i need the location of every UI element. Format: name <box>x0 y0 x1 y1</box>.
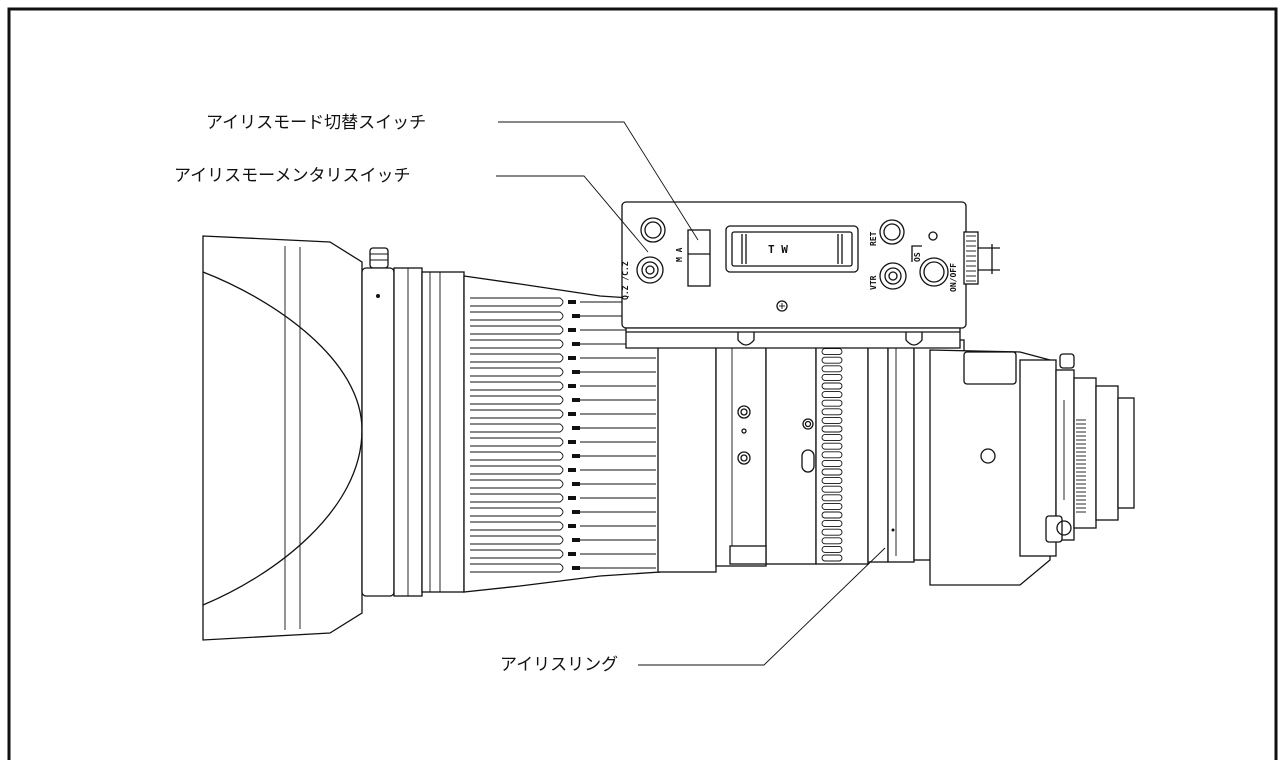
callout-iris-ring: アイリスリング <box>500 547 886 675</box>
focus-groove <box>470 381 564 391</box>
focus-groove <box>470 437 564 447</box>
focus-groove <box>470 325 564 335</box>
zoom-ridge <box>821 520 843 528</box>
zoom-ridge <box>821 477 843 485</box>
focus-groove <box>470 353 564 363</box>
focus-groove <box>470 367 564 377</box>
hood-lock-knob <box>369 247 389 269</box>
ret-button[interactable] <box>879 219 905 245</box>
focus-notch <box>568 328 576 332</box>
zoom-ridge <box>821 425 843 433</box>
zoom-ridge <box>821 537 843 545</box>
focus-notch <box>572 510 580 514</box>
focus-notch <box>572 398 580 402</box>
zoom-ridge <box>821 545 843 553</box>
zoom-ring <box>815 331 869 565</box>
focus-notch <box>572 566 580 570</box>
focus-ring <box>463 275 661 593</box>
qz-cz-marking: Q.Z /C.Z <box>621 261 630 300</box>
zoom-ridge <box>821 468 843 476</box>
on-off-button[interactable] <box>919 257 949 287</box>
focus-groove <box>470 465 564 475</box>
zoom-ridge <box>821 434 843 442</box>
label-iris-ring: アイリスリング <box>500 655 618 675</box>
focus-notch <box>572 454 580 458</box>
focus-notch <box>572 314 580 318</box>
iris-momentary-button[interactable] <box>636 256 664 284</box>
focus-notch <box>568 384 576 388</box>
zoom-ridge <box>821 382 843 390</box>
m-a-marking: M A <box>675 247 684 262</box>
zoom-ridge <box>821 528 843 536</box>
focus-notch <box>568 356 576 360</box>
focus-groove <box>470 549 564 559</box>
on-off-marking: ON/OFF <box>949 263 958 292</box>
focus-groove <box>470 479 564 489</box>
callout-iris-momentary-switch: アイリスモーメンタリスイッチ <box>174 166 649 253</box>
zoom-ridge <box>821 356 843 364</box>
drive-unit: Q.Z /C.Z M A T W RET VTR OS ON/OFF <box>621 201 1000 349</box>
focus-groove <box>470 521 564 531</box>
lens-hood <box>202 235 363 641</box>
focus-groove <box>470 297 564 307</box>
focus-notch <box>568 300 576 304</box>
rear-body <box>929 349 1135 586</box>
focus-groove <box>470 409 564 419</box>
zoom-ridge <box>821 442 843 450</box>
zoom-ridge <box>821 408 843 416</box>
focus-groove <box>470 451 564 461</box>
zoom-ridge <box>821 391 843 399</box>
os-marking: OS <box>913 252 922 262</box>
zoom-ridge <box>821 365 843 373</box>
focus-groove <box>470 563 564 573</box>
focus-notch <box>568 496 576 500</box>
label-iris-mode-switch: アイリスモード切替スイッチ <box>206 113 426 133</box>
focus-notch <box>568 552 576 556</box>
focus-groove <box>470 535 564 545</box>
focus-groove <box>470 507 564 517</box>
focus-notch <box>572 538 580 542</box>
focus-groove <box>470 395 564 405</box>
zoom-ridge <box>821 494 843 502</box>
zoom-ridge <box>821 399 843 407</box>
focus-groove <box>470 339 564 349</box>
zoom-ridge <box>821 451 843 459</box>
zoom-window-marking: T W <box>768 243 788 256</box>
zoom-ridge <box>821 373 843 381</box>
ret-marking: RET <box>869 231 878 246</box>
focus-groove <box>470 493 564 503</box>
iris-mode-switch[interactable] <box>687 229 711 287</box>
focus-groove <box>470 311 564 321</box>
focus-notch <box>568 440 576 444</box>
vtr-marking: VTR <box>869 275 878 290</box>
vtr-button[interactable] <box>879 262 907 290</box>
focus-notch <box>572 426 580 430</box>
zoom-ridge <box>821 502 843 510</box>
focus-notch <box>572 482 580 486</box>
focus-notch <box>568 412 576 416</box>
qz-cz-button[interactable] <box>640 217 666 243</box>
focus-groove <box>470 423 564 433</box>
zoom-ridge <box>821 511 843 519</box>
zoom-ridge <box>821 459 843 467</box>
zoom-ridge <box>821 554 843 562</box>
zoom-ridge <box>821 485 843 493</box>
callout-iris-mode-switch: アイリスモード切替スイッチ <box>206 113 699 241</box>
focus-notch <box>572 370 580 374</box>
zoom-section <box>657 325 817 573</box>
focus-notch <box>568 468 576 472</box>
zoom-ridge <box>821 416 843 424</box>
focus-notch <box>572 342 580 346</box>
focus-notch <box>568 524 576 528</box>
hood-mount <box>361 267 465 597</box>
label-iris-momentary-switch: アイリスモーメンタリスイッチ <box>174 166 410 186</box>
diagram-border <box>7 7 1278 760</box>
